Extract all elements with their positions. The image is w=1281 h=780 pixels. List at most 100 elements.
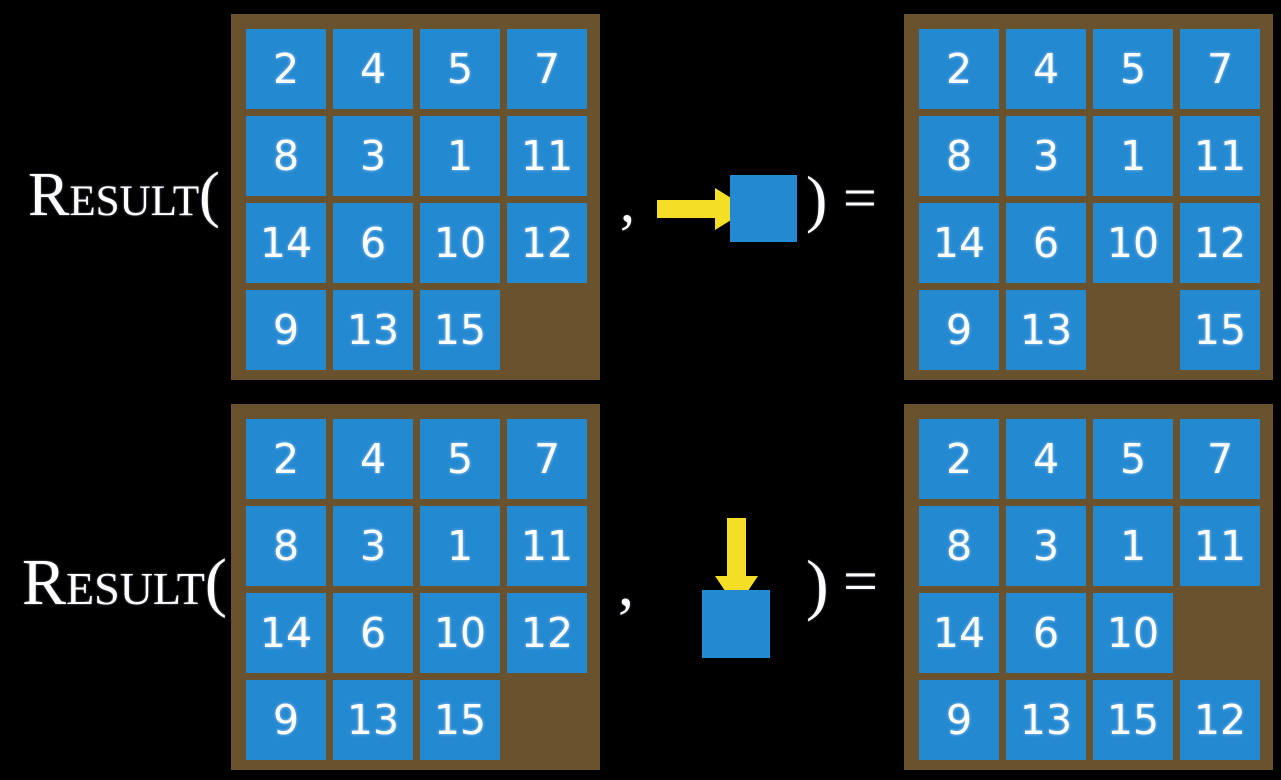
puzzle-tile-value: 15 xyxy=(433,696,487,744)
close-paren-bottom: ) xyxy=(806,546,829,622)
result-function-label-top: Result( xyxy=(28,161,220,229)
puzzle-tile[interactable]: 7 xyxy=(1180,29,1260,109)
puzzle-tile-value: 15 xyxy=(433,306,487,354)
puzzle-tile-value: 13 xyxy=(1019,696,1073,744)
puzzle-tile-value: 6 xyxy=(359,219,387,267)
puzzle-tile[interactable]: 6 xyxy=(1006,203,1086,283)
puzzle-tile[interactable]: 8 xyxy=(246,116,326,196)
puzzle-tile-value: 5 xyxy=(1119,435,1147,483)
puzzle-tile[interactable]: 10 xyxy=(420,593,500,673)
comma-separator-top: , xyxy=(620,168,635,234)
puzzle-tile[interactable]: 13 xyxy=(1006,290,1086,370)
puzzle-tile[interactable]: 2 xyxy=(246,29,326,109)
puzzle-tile-value: 7 xyxy=(533,435,561,483)
puzzle-tile-value: 15 xyxy=(1106,696,1160,744)
puzzle-tile[interactable]: 14 xyxy=(919,593,999,673)
puzzle-tile[interactable]: 4 xyxy=(333,29,413,109)
puzzle-tile[interactable]: 10 xyxy=(1093,593,1173,673)
puzzle-tile[interactable]: 15 xyxy=(420,680,500,760)
puzzle-tile[interactable]: 14 xyxy=(919,203,999,283)
puzzle-tile[interactable]: 7 xyxy=(1180,419,1260,499)
puzzle-tile-value: 2 xyxy=(945,435,973,483)
puzzle-tile[interactable]: 15 xyxy=(420,290,500,370)
puzzle-tile-value: 6 xyxy=(359,609,387,657)
puzzle-tile-value: 3 xyxy=(359,522,387,570)
puzzle-tile-value: 12 xyxy=(1193,696,1247,744)
puzzle-tile[interactable]: 11 xyxy=(507,506,587,586)
puzzle-tile[interactable]: 10 xyxy=(1093,203,1173,283)
puzzle-tile[interactable]: 9 xyxy=(246,680,326,760)
puzzle-tile[interactable]: 8 xyxy=(919,116,999,196)
puzzle-tile[interactable]: 12 xyxy=(507,203,587,283)
puzzle-tile[interactable]: 2 xyxy=(246,419,326,499)
puzzle-tile[interactable]: 1 xyxy=(1093,116,1173,196)
puzzle-tile-value: 11 xyxy=(1193,522,1247,570)
puzzle-tile-value: 11 xyxy=(1193,132,1247,180)
puzzle-tile[interactable]: 11 xyxy=(507,116,587,196)
puzzle-tile[interactable]: 14 xyxy=(246,203,326,283)
puzzle-tile[interactable]: 12 xyxy=(507,593,587,673)
puzzle-tile[interactable]: 1 xyxy=(1093,506,1173,586)
puzzle-tile[interactable]: 5 xyxy=(1093,29,1173,109)
puzzle-tile-value: 5 xyxy=(446,45,474,93)
puzzle-tile[interactable]: 8 xyxy=(919,506,999,586)
puzzle-tile-value: 3 xyxy=(359,132,387,180)
puzzle-tile[interactable]: 1 xyxy=(420,506,500,586)
puzzle-tile[interactable]: 7 xyxy=(507,419,587,499)
puzzle-tile-value: 10 xyxy=(1106,609,1160,657)
puzzle-tile[interactable]: 8 xyxy=(246,506,326,586)
puzzle-tile-value: 10 xyxy=(433,219,487,267)
puzzle-tile[interactable]: 13 xyxy=(333,680,413,760)
puzzle-tile-value: 5 xyxy=(446,435,474,483)
down-arrow-icon xyxy=(715,518,758,608)
puzzle-tile-value: 14 xyxy=(259,609,313,657)
puzzle-tile[interactable]: 3 xyxy=(333,506,413,586)
puzzle-tile[interactable]: 5 xyxy=(420,419,500,499)
puzzle-tile-value: 8 xyxy=(272,522,300,570)
puzzle-tile[interactable]: 3 xyxy=(1006,506,1086,586)
puzzle-tile[interactable]: 5 xyxy=(420,29,500,109)
puzzle-tile[interactable]: 1 xyxy=(420,116,500,196)
puzzle-tile[interactable]: 4 xyxy=(333,419,413,499)
puzzle-tile[interactable]: 4 xyxy=(1006,29,1086,109)
blank-tile-right xyxy=(730,175,797,242)
puzzle-tile[interactable]: 14 xyxy=(246,593,326,673)
puzzle-tile-value: 2 xyxy=(272,45,300,93)
puzzle-tile[interactable]: 4 xyxy=(1006,419,1086,499)
puzzle-tile-value: 6 xyxy=(1032,609,1060,657)
equals-sign-top: = xyxy=(843,165,877,231)
puzzle-tile[interactable]: 9 xyxy=(919,680,999,760)
puzzle-tile[interactable]: 15 xyxy=(1093,680,1173,760)
puzzle-tile-value: 2 xyxy=(272,435,300,483)
puzzle-tile[interactable]: 10 xyxy=(420,203,500,283)
puzzle-tile[interactable]: 13 xyxy=(333,290,413,370)
puzzle-tile[interactable]: 13 xyxy=(1006,680,1086,760)
puzzle-tile[interactable]: 9 xyxy=(246,290,326,370)
puzzle-tile-value: 2 xyxy=(945,45,973,93)
puzzle-tile-value: 14 xyxy=(932,219,986,267)
puzzle-tile[interactable]: 12 xyxy=(1180,680,1260,760)
puzzle-tile[interactable]: 6 xyxy=(333,203,413,283)
puzzle-tile[interactable]: 6 xyxy=(1006,593,1086,673)
puzzle-tile[interactable]: 15 xyxy=(1180,290,1260,370)
puzzle-tile[interactable]: 6 xyxy=(333,593,413,673)
puzzle-tile[interactable]: 12 xyxy=(1180,203,1260,283)
puzzle-tile[interactable]: 2 xyxy=(919,419,999,499)
puzzle-tile-value: 12 xyxy=(520,609,574,657)
puzzle-tile-value: 8 xyxy=(945,522,973,570)
puzzle-tile[interactable]: 5 xyxy=(1093,419,1173,499)
puzzle-tile[interactable]: 3 xyxy=(333,116,413,196)
puzzle-tile[interactable]: 9 xyxy=(919,290,999,370)
comma-separator-bottom: , xyxy=(618,548,634,619)
puzzle-tile[interactable]: 2 xyxy=(919,29,999,109)
puzzle-tile[interactable]: 11 xyxy=(1180,116,1260,196)
puzzle-tile[interactable]: 11 xyxy=(1180,506,1260,586)
blank-tile-down xyxy=(702,590,770,658)
puzzle-tile[interactable]: 7 xyxy=(507,29,587,109)
puzzle-tile-value: 13 xyxy=(346,696,400,744)
puzzle-tile-value: 1 xyxy=(446,522,474,570)
puzzle-tile[interactable]: 3 xyxy=(1006,116,1086,196)
